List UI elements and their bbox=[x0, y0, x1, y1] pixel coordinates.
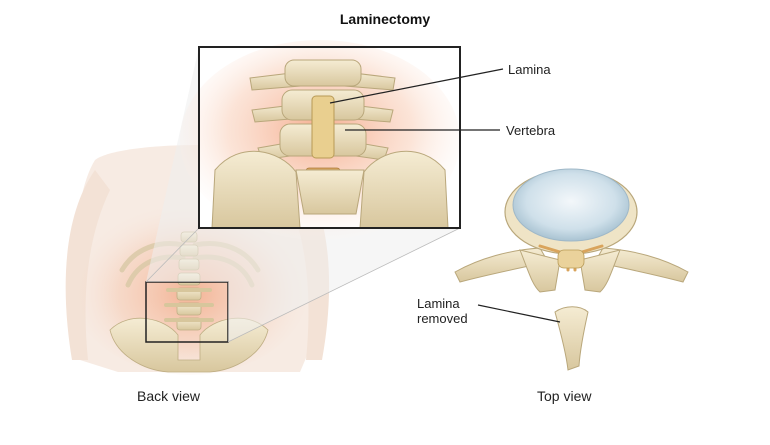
lamina-leader bbox=[329, 68, 504, 104]
label-lamina: Lamina bbox=[508, 62, 551, 77]
label-vertebra: Vertebra bbox=[506, 123, 556, 138]
inset-panel bbox=[180, 40, 461, 240]
caption-top-view: Top view bbox=[537, 388, 592, 404]
page-title: Laminectomy bbox=[339, 11, 431, 27]
inset-exposed-canal bbox=[311, 95, 335, 159]
lamina-removed-leader bbox=[477, 304, 561, 323]
top-spinal-cord bbox=[557, 249, 585, 269]
inset-border bbox=[198, 46, 461, 229]
top-disc bbox=[512, 168, 630, 242]
top-posterior-left bbox=[519, 249, 561, 293]
caption-back-view: Back view bbox=[137, 388, 201, 404]
removed-lamina-bone bbox=[554, 306, 589, 371]
top-view-vertebra bbox=[454, 168, 689, 371]
back-transverse bbox=[164, 288, 214, 322]
leader-lines bbox=[329, 68, 561, 323]
label-lamina-removed-line2: removed bbox=[417, 311, 468, 326]
inset-sacrum bbox=[295, 169, 365, 215]
inset-pelvis bbox=[211, 150, 301, 229]
label-lamina-removed-line1: Lamina bbox=[417, 296, 460, 311]
top-posterior-right bbox=[579, 249, 621, 293]
